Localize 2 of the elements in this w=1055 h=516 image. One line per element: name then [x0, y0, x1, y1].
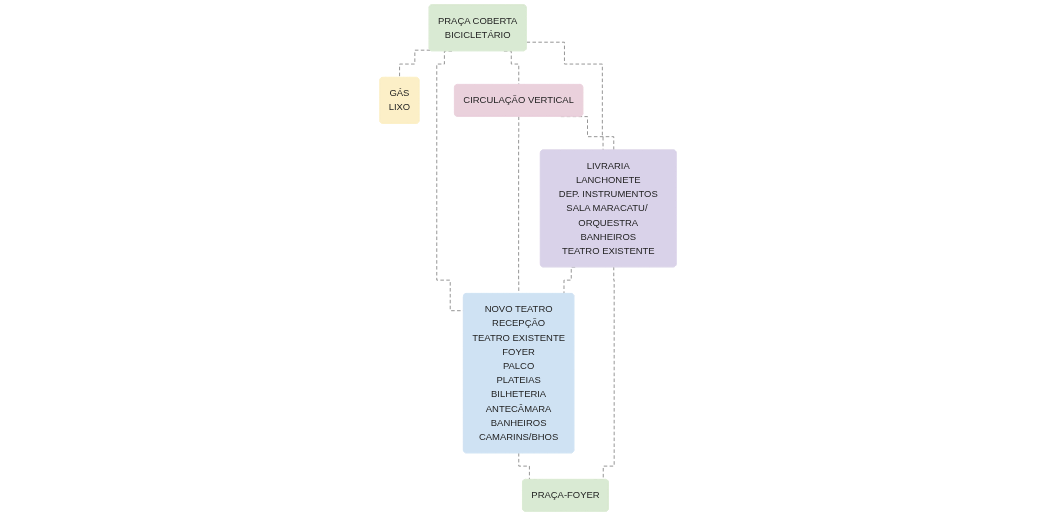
connector: [435, 50, 464, 312]
connector: [398, 49, 431, 79]
